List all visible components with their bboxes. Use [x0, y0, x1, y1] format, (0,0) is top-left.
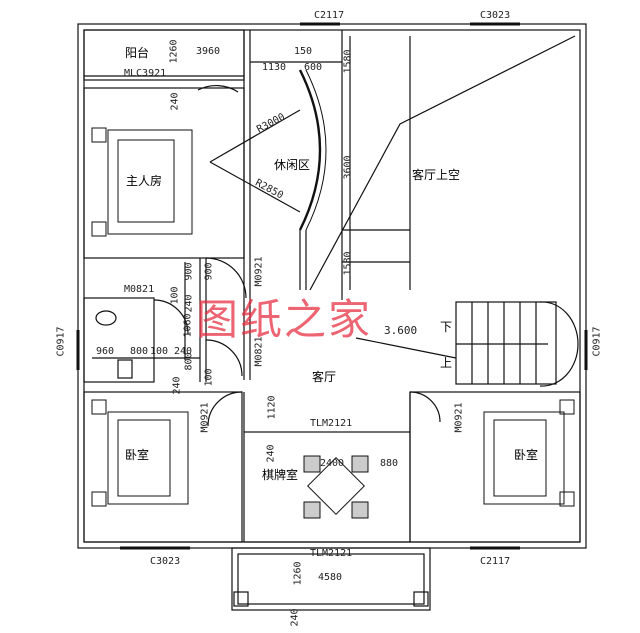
- room-chess: 棋牌室: [262, 468, 299, 482]
- dim-1580-bottom: 1580: [342, 251, 354, 276]
- room-living-void: 客厅上空: [412, 168, 461, 182]
- room-bedroom-right: 卧室: [514, 448, 539, 462]
- left-bed: [107, 411, 189, 505]
- dim-1580-top: 1580: [342, 49, 354, 74]
- chess-table: [307, 457, 365, 515]
- dim-100-b: 100: [150, 346, 169, 357]
- lower-balcony-outline: [231, 547, 431, 611]
- dim-900-b: 900: [203, 262, 215, 281]
- window-c0917-left: C0917: [55, 326, 67, 357]
- room-leisure-area: 休闲区: [274, 158, 311, 172]
- room-bedroom-left: 卧室: [125, 448, 150, 462]
- right-bed: [483, 411, 565, 505]
- dim-1120: 1120: [266, 395, 278, 420]
- window-c2117-top: C2117: [314, 10, 345, 21]
- door-mlc3921: MLC3921: [124, 68, 167, 79]
- dim-800-a: 800: [130, 346, 149, 357]
- dim-600: 600: [304, 62, 323, 73]
- dim-240-c: 240: [174, 346, 193, 357]
- dim-960: 960: [96, 346, 115, 357]
- dim-1260-top: 1260: [168, 39, 180, 64]
- dim-100-c: 100: [203, 368, 215, 387]
- door-tlm2121-a: TLM2121: [310, 418, 353, 429]
- bedroom-left-outline: [83, 391, 243, 543]
- chess-room-outline: [243, 431, 411, 543]
- window-c0917-right: C0917: [591, 326, 603, 357]
- dim-900-a: 900: [183, 262, 195, 281]
- dim-150: 150: [294, 46, 313, 57]
- door-tlm2121-b: TLM2121: [310, 548, 353, 559]
- bathroom-outline: [83, 297, 155, 383]
- bedroom-right-outline: [409, 391, 581, 543]
- stair-up-label: 上: [440, 356, 453, 370]
- dim-800-b: 800: [183, 352, 195, 371]
- dim-1060: 1060: [182, 313, 194, 338]
- dim-240-b: 240: [183, 294, 195, 313]
- room-master-bedroom: 主人房: [126, 174, 163, 188]
- door-m0821-a: M0821: [124, 284, 155, 295]
- dim-240-a: 240: [169, 92, 181, 111]
- dim-3600: 3600: [342, 155, 354, 180]
- stair-outline: [455, 301, 557, 385]
- window-c2117-bottom: C2117: [480, 556, 511, 567]
- master-bed: [107, 129, 193, 235]
- room-living: 客厅: [312, 370, 337, 384]
- watermark: 图纸之家: [196, 295, 373, 344]
- dim-1260-bottom: 1260: [292, 561, 304, 586]
- room-balcony: 阳台: [125, 46, 150, 60]
- dim-1130: 1130: [262, 62, 287, 73]
- door-m0921-a: M0921: [253, 256, 265, 287]
- window-c3023-bottom: C3023: [150, 556, 181, 567]
- stair-down-label: 下: [440, 320, 453, 334]
- dim-240-f: 240: [289, 608, 301, 627]
- dim-240-d: 240: [171, 376, 183, 395]
- dim-240-e: 240: [265, 444, 277, 463]
- door-m0921-c: M0921: [453, 402, 465, 433]
- stair-elevation: 3.600: [384, 324, 418, 337]
- window-c3023-top: C3023: [480, 10, 511, 21]
- dim-4580: 4580: [318, 572, 343, 583]
- dim-880: 880: [380, 458, 399, 469]
- dim-100-a: 100: [169, 286, 181, 305]
- dim-2400: 2400: [320, 458, 345, 469]
- dim-3960: 3960: [196, 46, 221, 57]
- door-m0921-b: M0921: [199, 402, 211, 433]
